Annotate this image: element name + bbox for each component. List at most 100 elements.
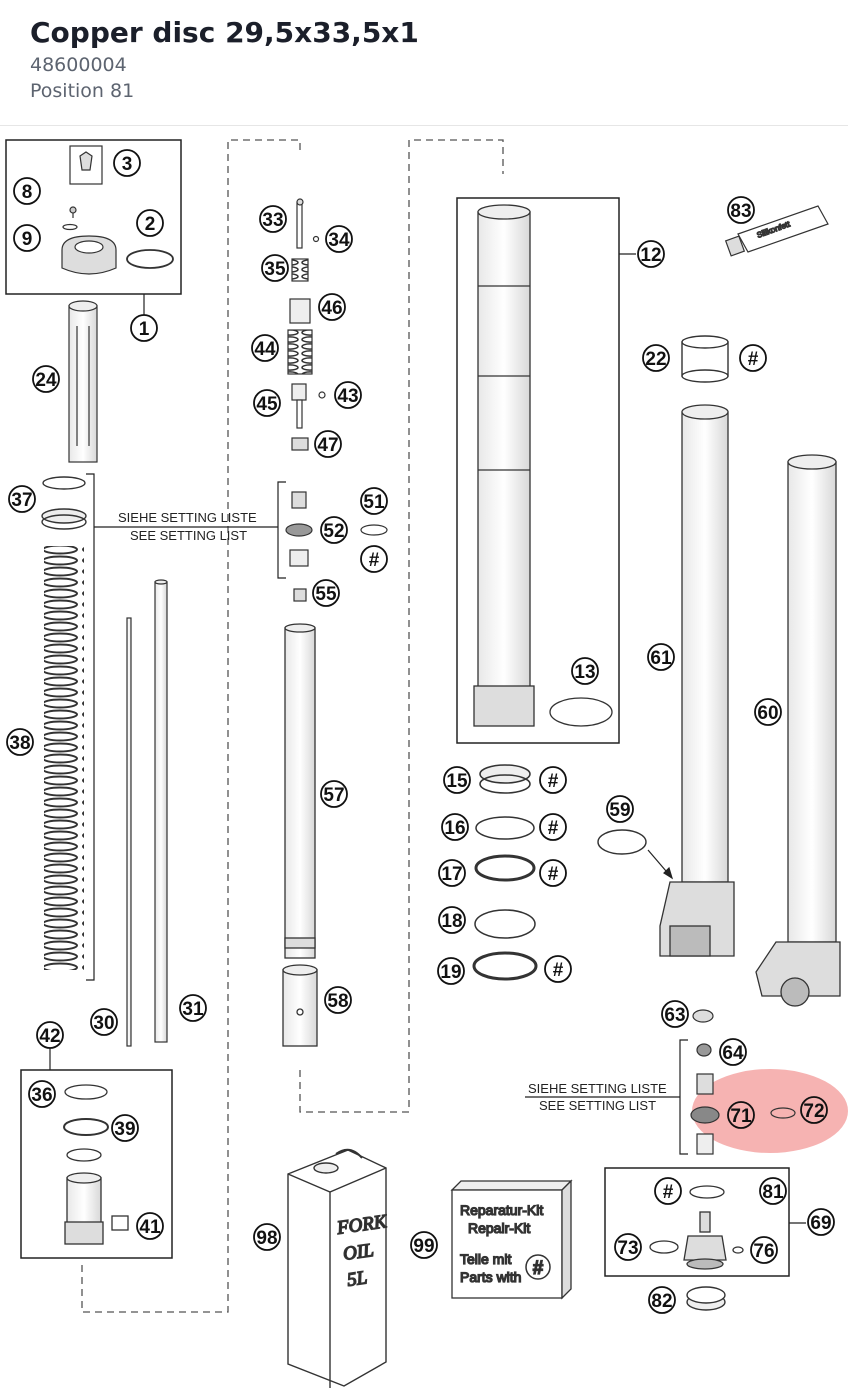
- oil-can-label-3: 5L: [346, 1267, 369, 1291]
- callout-41: 41: [136, 1212, 164, 1240]
- callout-label: #: [548, 771, 559, 792]
- part-59-oring: [597, 829, 647, 855]
- callout-label: 57: [323, 785, 344, 806]
- dashed-assembly-outline: [81, 139, 504, 1313]
- callout-39: 39: [111, 1114, 139, 1142]
- kit-label-de: Reparatur-Kit: [460, 1202, 543, 1218]
- callout-hash: #: [544, 955, 572, 983]
- callout-43: 43: [334, 381, 362, 409]
- callout-71: 71: [727, 1101, 755, 1129]
- callout-label: 3: [122, 154, 133, 175]
- callout-hash: #: [739, 344, 767, 372]
- callout-label: 81: [762, 1182, 784, 1203]
- kit-parts-with: Parts with: [460, 1269, 521, 1285]
- callout-label: 45: [256, 394, 278, 415]
- callout-57: 57: [320, 780, 348, 808]
- part-42-contents: [63, 1084, 129, 1245]
- callout-47: 47: [314, 430, 342, 458]
- callout-72: 72: [800, 1096, 828, 1124]
- oil-can-label-2: OIL: [342, 1240, 375, 1265]
- setting-list-notes: SIEHE SETTING LISTE SEE SETTING LIST SIE…: [118, 510, 667, 1113]
- callout-label: 33: [262, 210, 283, 231]
- callout-69: 69: [807, 1208, 835, 1236]
- callout-label: #: [748, 349, 759, 370]
- cartridge-parts: [285, 198, 388, 602]
- exploded-parts-diagram: Silikonfett: [5, 139, 848, 1388]
- callout-label: 13: [574, 662, 595, 683]
- part-69-contents: [649, 1185, 744, 1270]
- callout-15: 15: [443, 766, 471, 794]
- callout-label: 2: [145, 214, 156, 235]
- part-38-spring: [44, 546, 84, 970]
- callout-label: 16: [444, 818, 465, 839]
- callout-59: 59: [606, 795, 634, 823]
- callout-label: 39: [114, 1119, 135, 1140]
- callout-label: 73: [617, 1238, 638, 1259]
- valve-small-parts: [690, 1009, 796, 1155]
- callout-58: 58: [324, 986, 352, 1014]
- callout-label: 76: [753, 1241, 774, 1262]
- callout-8: 8: [13, 177, 41, 205]
- callout-22: 22: [642, 344, 670, 372]
- callout-44: 44: [251, 334, 279, 362]
- callout-34: 34: [325, 225, 353, 253]
- kit-hash: #: [533, 1258, 544, 1279]
- leader-lines: [49, 253, 806, 1224]
- callout-label: 59: [609, 800, 630, 821]
- part-12-inner-tube: [473, 204, 613, 727]
- kit-teile-mit: Teile mit: [460, 1251, 511, 1267]
- callout-label: 43: [337, 386, 358, 407]
- callout-label: 69: [810, 1213, 831, 1234]
- callout-51: 51: [360, 487, 388, 515]
- callout-61: 61: [647, 643, 675, 671]
- callout-17: 17: [438, 859, 466, 887]
- callout-38: 38: [6, 728, 34, 756]
- callout-33: 33: [259, 205, 287, 233]
- callout-60: 60: [754, 698, 782, 726]
- callout-64: 64: [719, 1038, 747, 1066]
- callout-19: 19: [437, 957, 465, 985]
- rods: [126, 579, 168, 1047]
- callout-3: 3: [113, 149, 141, 177]
- callout-label: 15: [446, 771, 468, 792]
- part-98-oil-can: FORK OIL 5L: [287, 1148, 390, 1388]
- kit-label-en: Repair-Kit: [468, 1220, 530, 1236]
- callout-82: 82: [648, 1286, 676, 1314]
- callout-label: 52: [323, 521, 344, 542]
- callout-73: 73: [614, 1233, 642, 1261]
- callout-label: 55: [315, 584, 337, 605]
- part-99-repair-kit: Reparatur-Kit Repair-Kit Teile mit Parts…: [450, 1179, 573, 1300]
- callout-label: 18: [441, 911, 462, 932]
- callout-label: #: [369, 550, 380, 571]
- setting-note-de-2: SIEHE SETTING LISTE: [528, 1081, 667, 1096]
- callout-label: 36: [31, 1085, 52, 1106]
- part-57-tube: [284, 623, 316, 959]
- callout-label: 31: [182, 999, 204, 1020]
- callout-label: 24: [35, 370, 57, 391]
- callout-37: 37: [8, 485, 36, 513]
- callout-13: 13: [571, 657, 599, 685]
- callout-label: #: [553, 960, 564, 981]
- callout-35: 35: [261, 254, 289, 282]
- callout-45: 45: [253, 389, 281, 417]
- callout-46: 46: [318, 293, 346, 321]
- callout-24: 24: [32, 365, 60, 393]
- part-37-washers: [41, 476, 87, 530]
- callout-42: 42: [36, 1021, 64, 1049]
- callout-99: 99: [410, 1231, 438, 1259]
- callout-label: 51: [363, 492, 385, 513]
- assembly-boxes: [5, 139, 790, 1277]
- callout-label: 34: [328, 230, 350, 251]
- callout-label: 1: [139, 319, 150, 340]
- callout-18: 18: [438, 906, 466, 934]
- seal-rings: [472, 764, 538, 981]
- callout-76: 76: [750, 1236, 778, 1264]
- callout-30: 30: [90, 1008, 118, 1036]
- callout-label: 63: [664, 1005, 685, 1026]
- callout-label: 17: [441, 864, 462, 885]
- callout-36: 36: [28, 1080, 56, 1108]
- part-83-grease-tube: Silikonfett: [724, 205, 829, 257]
- part-number: 48600004: [30, 54, 127, 76]
- callout-1: 1: [130, 314, 158, 342]
